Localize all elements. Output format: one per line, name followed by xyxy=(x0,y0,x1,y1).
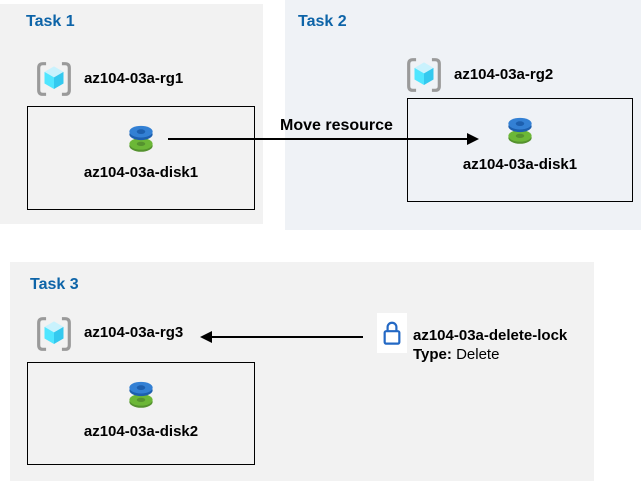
resource-group-icon xyxy=(37,317,71,351)
lock-arrow-line xyxy=(211,336,363,338)
task2-resource-box: az104-03a-disk1 xyxy=(407,98,633,202)
lock-type-line: Type: Delete xyxy=(413,345,567,364)
lock-arrow-head xyxy=(200,331,212,343)
task2-resource-group-label: az104-03a-rg2 xyxy=(454,66,554,83)
task1-resource-box: az104-03a-disk1 xyxy=(27,106,255,210)
lock-type-label: Type: xyxy=(413,346,452,363)
move-arrow-head xyxy=(467,133,479,145)
task3-resource-group-label: az104-03a-rg3 xyxy=(84,324,184,341)
task3-disk-label: az104-03a-disk2 xyxy=(83,423,199,440)
lock-type-value: Delete xyxy=(456,346,500,363)
task3-panel: Task 3 az104-03a-rg3 az104-03a-disk2 xyxy=(10,262,594,481)
task1-disk-label: az104-03a-disk1 xyxy=(83,164,199,181)
resource-group-icon xyxy=(407,58,441,92)
disk-icon xyxy=(508,117,532,144)
task3-title: Task 3 xyxy=(30,276,79,293)
task3-resource-box: az104-03a-disk2 xyxy=(27,362,255,465)
disk-icon xyxy=(129,381,153,408)
move-arrow-line xyxy=(168,138,468,140)
task1-panel: Task 1 az104-03a-rg1 az104-03a-disk1 xyxy=(0,4,263,224)
lock-text-block: az104-03a-delete-lock Type: Delete xyxy=(413,326,567,364)
move-resource-label: Move resource xyxy=(280,117,393,134)
task1-resource-group-label: az104-03a-rg1 xyxy=(84,70,184,87)
task1-title: Task 1 xyxy=(26,13,75,30)
task2-panel: Task 2 az104-03a-rg2 az104-03a-disk1 xyxy=(285,0,641,230)
lock-badge xyxy=(377,313,407,353)
disk-icon xyxy=(129,125,153,152)
resource-group-icon xyxy=(37,62,71,96)
lock-icon xyxy=(383,321,401,345)
lock-name-label: az104-03a-delete-lock xyxy=(413,327,568,344)
task2-disk-label: az104-03a-disk1 xyxy=(462,156,578,173)
task2-title: Task 2 xyxy=(298,13,347,30)
